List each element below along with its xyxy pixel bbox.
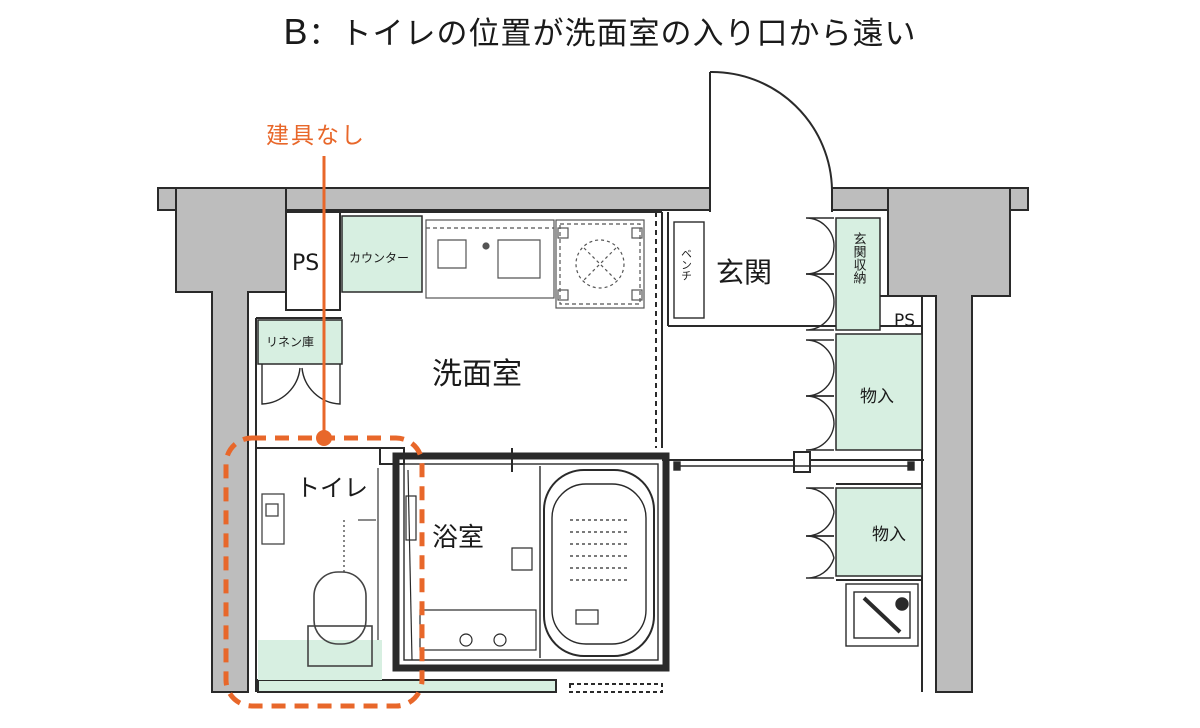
toilet-bowl-icon <box>313 571 367 645</box>
entrance-storage-box <box>835 217 881 331</box>
linen-box <box>257 319 343 365</box>
washing-area <box>419 609 537 651</box>
bath-door-rail <box>407 469 413 661</box>
closet-door-8 <box>805 557 835 579</box>
bath-door-handle <box>405 495 417 541</box>
label-toilet: トイレ <box>296 474 368 502</box>
figure-title: B：トイレの位置が洗面室の入り口から遠い <box>0 8 1200 53</box>
tray-foot-4 <box>631 227 643 239</box>
bathtub-outer <box>543 469 655 657</box>
tub-drain-icon <box>575 609 599 625</box>
hand-wash-unit <box>261 493 285 545</box>
bottom-strip-right <box>569 683 663 693</box>
storage-door-1 <box>805 217 835 247</box>
rail-end-right <box>907 461 915 471</box>
laundry-pan-inner <box>853 591 911 639</box>
drain-cross-a <box>583 247 617 281</box>
label-entrance: 玄関 <box>716 256 772 289</box>
bath-outer-wall <box>392 452 670 672</box>
basin-unit <box>425 219 645 309</box>
washer-tray-inner <box>559 223 641 305</box>
label-bath: 浴室 <box>432 523 484 553</box>
entrance-door-arc <box>709 70 833 191</box>
linen-door-left <box>261 364 301 405</box>
storage-door-3 <box>805 273 835 303</box>
rail-end-left <box>673 461 681 471</box>
bench-box <box>673 221 705 319</box>
title-letter: B <box>283 11 309 52</box>
bath-drain-icon <box>459 633 473 647</box>
entrance-door <box>709 70 833 212</box>
laundry-pan <box>845 583 919 647</box>
closet-door-6 <box>805 511 835 537</box>
linen-door-right <box>301 364 341 405</box>
washer-tray <box>555 219 645 309</box>
callout-marker <box>223 156 425 709</box>
closet-door-1 <box>805 339 835 369</box>
tub-non-slip-pattern <box>570 519 628 581</box>
tray-foot-2 <box>631 289 643 301</box>
callout-dashed-outline <box>223 435 425 709</box>
closet-door-5 <box>805 487 835 513</box>
label-linen: リネン庫 <box>266 335 314 349</box>
ps-left-box <box>285 211 341 311</box>
faucet-icon <box>482 242 490 250</box>
corridor-post <box>793 451 811 473</box>
toilet-fixtures <box>261 468 379 667</box>
laundry-valve-icon <box>895 597 909 611</box>
bath-wall-panel <box>511 547 533 571</box>
closet-door-4 <box>805 423 835 451</box>
callout-label: 建具なし <box>266 123 366 149</box>
label-ps-left: PS <box>292 251 319 276</box>
tub-pattern-lines <box>570 519 628 581</box>
laundry-pan-outer <box>845 583 919 647</box>
label-washroom: 洗面室 <box>432 357 522 392</box>
laundry-hose-icon <box>862 596 902 634</box>
drain-cross-b <box>583 247 617 281</box>
room-labels: PS カウンター リネン庫 洗面室 トイレ 浴室 ベンチ 玄関 玄関収納 PS … <box>266 232 915 553</box>
storage-doors <box>805 217 835 579</box>
closet-door-7 <box>805 535 835 559</box>
corridor-rail <box>673 461 915 471</box>
closet-door-2 <box>805 367 835 397</box>
basin-left <box>437 239 467 269</box>
label-counter: カウンター <box>349 251 409 265</box>
toilet-floor-tint <box>258 640 382 680</box>
closet-upper-box <box>835 333 923 451</box>
bath-faucet-icon <box>493 633 507 647</box>
linen-doors <box>261 364 341 405</box>
storage-door-4 <box>805 301 835 331</box>
closet-door-3 <box>805 395 835 425</box>
bottom-strip-left <box>257 679 557 693</box>
bath-inner-line <box>403 463 659 661</box>
closet-lower-box <box>835 487 923 577</box>
outer-walls <box>157 187 1029 693</box>
label-ps-right: PS <box>894 311 915 331</box>
label-closet-lower: 物入 <box>872 525 906 545</box>
label-entrance-storage: 玄関収納 <box>851 232 867 285</box>
tray-foot-1 <box>557 289 569 301</box>
tray-foot-3 <box>557 227 569 239</box>
title-separator: ： <box>308 16 341 52</box>
fixtures <box>257 215 923 680</box>
basin-cabinet <box>425 219 555 299</box>
washer-drain-icon <box>575 239 625 289</box>
storage-door-2 <box>805 245 835 275</box>
label-closet-upper: 物入 <box>860 387 894 407</box>
counter-box <box>341 215 423 293</box>
bathroom <box>392 448 670 672</box>
interior-walls <box>255 211 924 693</box>
bathtub-inner <box>551 483 647 645</box>
toilet-tank-icon <box>307 625 373 667</box>
basin-right <box>497 239 541 279</box>
title-text: トイレの位置が洗面室の入り口から遠い <box>340 16 917 52</box>
hand-wash-basin <box>265 503 279 517</box>
left-column-wall <box>175 187 287 693</box>
label-bench: ベンチ <box>680 248 693 281</box>
